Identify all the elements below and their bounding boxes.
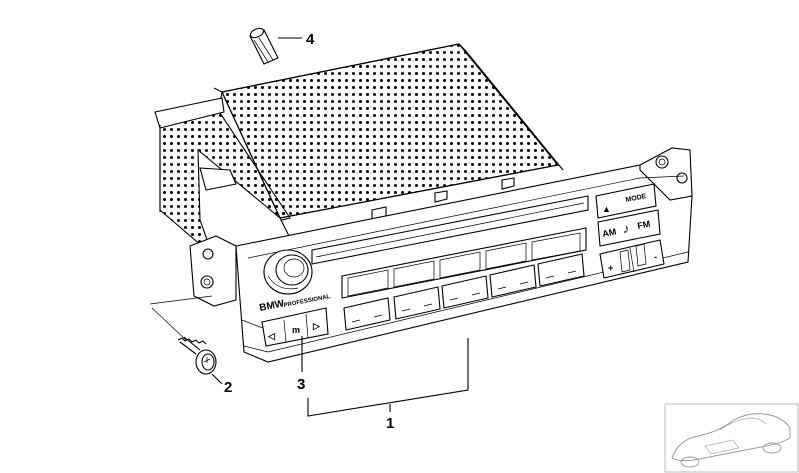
preset-button-1[interactable] [343, 297, 391, 331]
callout-leaders [301, 336, 469, 417]
volume-knob[interactable] [263, 249, 313, 295]
fm-label: FM [636, 219, 651, 231]
left-mounting-ear [189, 235, 237, 307]
plus-icon: + [608, 263, 613, 273]
seek-right-icon: ▷ [312, 321, 321, 331]
preset-button-2[interactable] [393, 286, 441, 320]
right-mounting-ear [639, 147, 693, 201]
pin-part [249, 27, 302, 65]
preset-button-4[interactable] [489, 264, 537, 298]
seek-m-rocker[interactable]: ◁ m ▷ [261, 307, 329, 347]
am-label: AM [601, 226, 617, 238]
eject-icon: ▲ [602, 204, 611, 214]
m-button-label: m [292, 325, 300, 335]
display-segments [347, 232, 581, 297]
mode-button[interactable]: ▲ MODE [595, 183, 657, 219]
am-fm-button[interactable]: AM ♪ FM [597, 209, 661, 247]
display-window [341, 227, 587, 299]
brand-name: BMW [258, 298, 285, 314]
radio-housing [154, 43, 564, 249]
plus-minus-rocker[interactable]: + - [599, 239, 665, 279]
mode-label: MODE [625, 193, 647, 204]
callout-3: 3 [297, 376, 305, 393]
callout-4: 4 [306, 31, 315, 48]
screw-part [149, 295, 223, 385]
callout-1: 1 [386, 415, 394, 432]
preset-button-3[interactable] [441, 275, 489, 309]
music-note-icon: ♪ [623, 221, 630, 236]
callout-2: 2 [224, 379, 232, 396]
preset-buttons [343, 253, 585, 331]
seek-left-icon: ◁ [267, 331, 276, 341]
minus-icon: - [654, 252, 657, 262]
radio-front-panel: BMW PROFESSIONAL ◁ m ▷ [189, 147, 693, 363]
preset-button-5[interactable] [537, 253, 585, 287]
car-location-thumbnail [664, 403, 799, 473]
